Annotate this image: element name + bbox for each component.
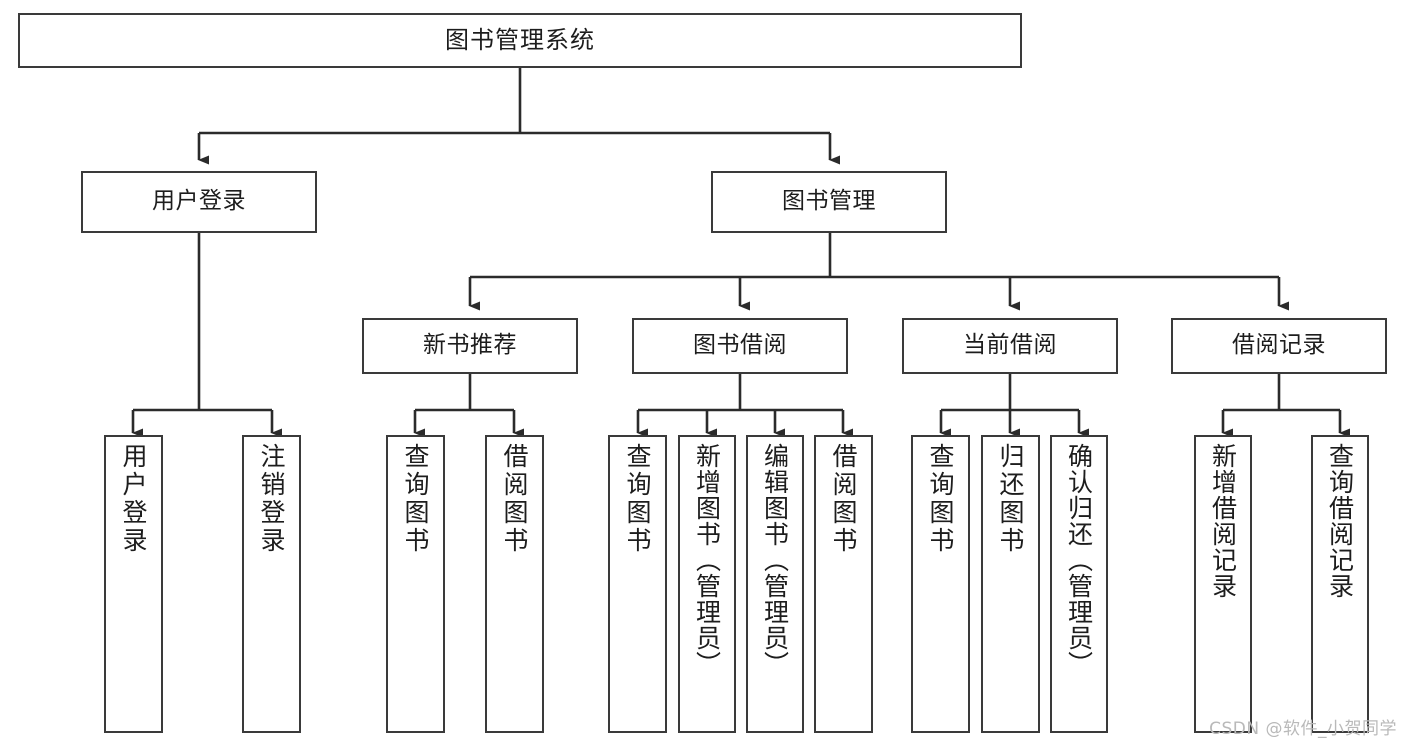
leaf-add-book-admin[interactable]: 新增图书（管理员） — [678, 435, 736, 733]
node-new-book-recommend[interactable]: 新书推荐 — [362, 318, 578, 374]
leaf-logout[interactable]: 注销登录 — [242, 435, 301, 733]
node-current-borrow[interactable]: 当前借阅 — [902, 318, 1118, 374]
leaf-return-book[interactable]: 归还图书 — [981, 435, 1040, 733]
leaf-confirm-return-admin[interactable]: 确认归还（管理员） — [1050, 435, 1108, 733]
node-label: 查询借阅记录 — [1325, 443, 1355, 599]
node-label: 图书借阅 — [693, 332, 787, 359]
node-label: 查询图书 — [926, 443, 955, 555]
node-label: 查询图书 — [401, 443, 430, 555]
leaf-query-borrow-record[interactable]: 查询借阅记录 — [1311, 435, 1369, 733]
leaf-query-book-current[interactable]: 查询图书 — [911, 435, 970, 733]
node-borrow-record[interactable]: 借阅记录 — [1171, 318, 1387, 374]
node-label: 新增借阅记录 — [1208, 443, 1238, 599]
node-label: 借阅记录 — [1232, 332, 1326, 359]
node-book-management[interactable]: 图书管理 — [711, 171, 947, 233]
watermark-text: CSDN @软件_小贺同学 — [1209, 719, 1397, 739]
node-label: 确认归还（管理员） — [1064, 443, 1094, 677]
leaf-borrow-book[interactable]: 借阅图书 — [814, 435, 873, 733]
node-label: 用户登录 — [152, 188, 246, 215]
node-label: 借阅图书 — [829, 443, 858, 555]
node-book-borrow[interactable]: 图书借阅 — [632, 318, 848, 374]
node-label: 图书管理系统 — [445, 26, 595, 55]
node-label: 查询图书 — [623, 443, 652, 555]
node-label: 注销登录 — [257, 443, 286, 555]
leaf-edit-book-admin[interactable]: 编辑图书（管理员） — [746, 435, 804, 733]
leaf-add-borrow-record[interactable]: 新增借阅记录 — [1194, 435, 1252, 733]
node-label: 用户登录 — [119, 443, 148, 555]
leaf-borrow-book-recommend[interactable]: 借阅图书 — [485, 435, 544, 733]
leaf-query-book-recommend[interactable]: 查询图书 — [386, 435, 445, 733]
node-label: 归还图书 — [996, 443, 1025, 555]
node-root-system[interactable]: 图书管理系统 — [18, 13, 1022, 68]
node-label: 新书推荐 — [423, 332, 517, 359]
node-label: 编辑图书（管理员） — [760, 443, 790, 677]
node-label: 借阅图书 — [500, 443, 529, 555]
node-user-login[interactable]: 用户登录 — [81, 171, 317, 233]
leaf-user-login[interactable]: 用户登录 — [104, 435, 163, 733]
node-label: 当前借阅 — [963, 332, 1057, 359]
leaf-query-book-borrow[interactable]: 查询图书 — [608, 435, 667, 733]
node-label: 图书管理 — [782, 188, 876, 215]
node-label: 新增图书（管理员） — [692, 443, 722, 677]
